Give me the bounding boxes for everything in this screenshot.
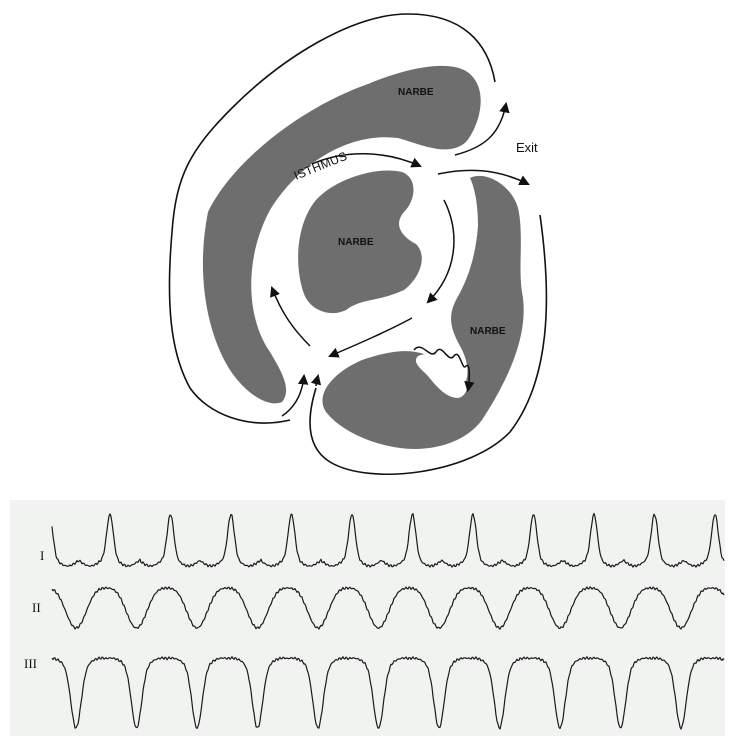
entry-arrow-left <box>282 376 304 416</box>
lead-label-iii: III <box>24 656 37 671</box>
entry-arrow-right <box>316 376 318 386</box>
reentry-circuit-diagram: NARBE NARBE NARBE ISTHMUS Exit <box>169 14 546 474</box>
ecg-panel: I II III <box>10 500 725 736</box>
scar-label-right: NARBE <box>470 326 506 337</box>
lead-label-i: I <box>40 548 44 563</box>
scar-label-center: NARBE <box>338 237 374 248</box>
descending-channel-arrow <box>428 200 454 302</box>
lead-label-ii: II <box>32 600 41 615</box>
left-upward-arrow <box>272 288 310 346</box>
ecg-background <box>10 500 725 736</box>
scar-label-top: NARBE <box>398 87 434 98</box>
exit-label: Exit <box>516 140 538 155</box>
lower-channel-arrow <box>330 318 412 356</box>
